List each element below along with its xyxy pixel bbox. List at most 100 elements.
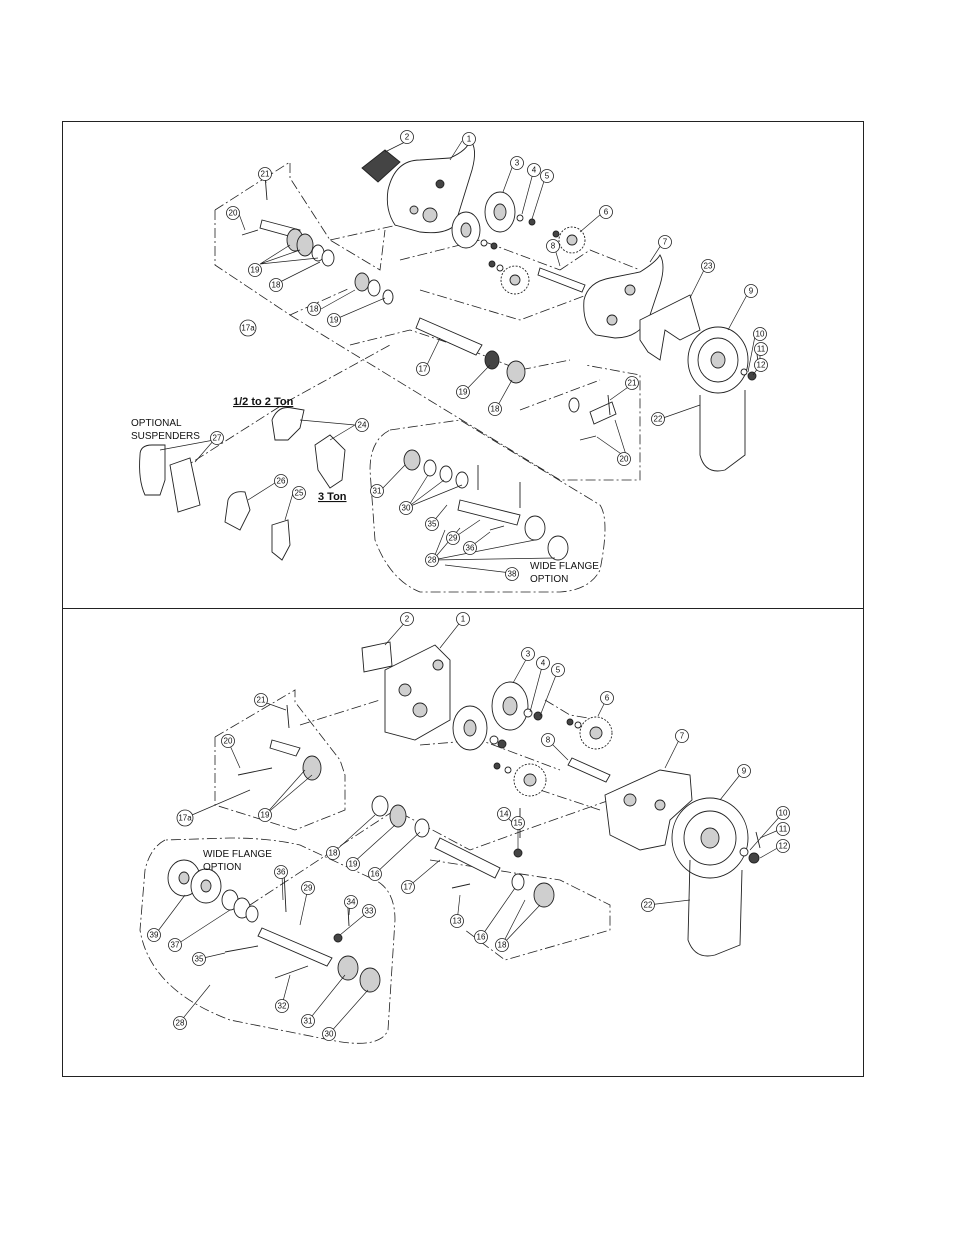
extended-shaft xyxy=(457,499,521,526)
callout-circle xyxy=(737,764,751,778)
callout-circle xyxy=(625,376,639,390)
callout-circle xyxy=(269,278,283,292)
washer xyxy=(739,847,749,857)
spacer xyxy=(371,795,389,817)
callout-number: 9 xyxy=(742,767,747,776)
spacer-tube xyxy=(547,535,569,561)
assembly-line xyxy=(544,699,601,721)
callout-circle xyxy=(651,412,665,426)
callout-circle xyxy=(450,914,464,928)
wheel-hub xyxy=(493,203,507,221)
callout-number: 22 xyxy=(644,901,653,910)
panel-divider xyxy=(62,608,864,609)
suspender-block xyxy=(169,457,201,513)
callout-number: 19 xyxy=(459,388,468,397)
part-callout-36: 36 xyxy=(463,541,477,555)
assembly-line xyxy=(214,210,351,316)
washer xyxy=(740,368,748,376)
callout-circle xyxy=(527,163,541,177)
part-callout-6: 6 xyxy=(600,691,614,705)
flange-hub xyxy=(178,871,190,885)
nut xyxy=(497,739,507,749)
suspender-plate xyxy=(139,444,166,496)
wheel-hub xyxy=(502,696,518,716)
assembly-line xyxy=(289,314,641,481)
callout-circle xyxy=(753,327,767,341)
spacer xyxy=(484,350,500,370)
callout-number: 7 xyxy=(680,732,685,741)
wide-flange-label-line2: OPTION xyxy=(530,574,568,585)
callout-circle xyxy=(176,809,194,827)
callout-number: 9 xyxy=(749,287,754,296)
bolt xyxy=(224,945,259,953)
callout-number: 35 xyxy=(195,955,204,964)
callout-circle xyxy=(658,235,672,249)
part-callout-29: 29 xyxy=(446,531,460,545)
callout-number: 36 xyxy=(466,544,475,553)
callout-circle xyxy=(301,1014,315,1028)
washer xyxy=(455,471,469,489)
callout-circle xyxy=(292,486,306,500)
callout-number: 1 xyxy=(467,135,472,144)
nut xyxy=(333,933,343,943)
callout-circle xyxy=(463,541,477,555)
part-callout-6: 6 xyxy=(599,205,613,219)
callout-number: 26 xyxy=(277,477,286,486)
hand-wheel-hub xyxy=(700,827,720,849)
wide-flange-label-line1: WIDE FLANGE xyxy=(530,561,599,572)
part-callout-18: 18 xyxy=(326,846,340,860)
part-callout-35: 35 xyxy=(192,952,206,966)
callout-number: 8 xyxy=(546,736,551,745)
hand-chain xyxy=(699,390,746,472)
part-callout-39: 39 xyxy=(147,928,161,942)
main-shaft xyxy=(415,317,483,356)
callout-circle xyxy=(355,418,369,432)
callout-circle xyxy=(326,846,340,860)
gear-hub xyxy=(523,773,537,787)
part-callout-14: 14 xyxy=(497,807,511,821)
washer xyxy=(245,905,259,923)
callout-number: 17 xyxy=(404,883,413,892)
plate-boss xyxy=(624,284,636,296)
nut xyxy=(748,852,760,864)
assembly-line xyxy=(214,161,386,271)
leader-line xyxy=(384,619,783,859)
cotter-pin xyxy=(755,831,761,849)
suspender-hook xyxy=(314,434,346,489)
callout-circle xyxy=(754,358,768,372)
washer xyxy=(511,873,525,891)
part-callout-27: 27 xyxy=(210,431,224,445)
callout-number: 18 xyxy=(491,405,500,414)
part-callout-5: 5 xyxy=(540,169,554,183)
side-plate xyxy=(386,139,475,234)
part-callout-16: 16 xyxy=(474,930,488,944)
leader-line xyxy=(379,464,556,574)
assembly-line xyxy=(559,249,641,271)
part-callout-20: 20 xyxy=(226,206,240,220)
spacer xyxy=(506,360,526,384)
callout-circle xyxy=(536,656,550,670)
part-callout-31: 31 xyxy=(301,1014,315,1028)
callout-circle xyxy=(462,132,476,146)
nut xyxy=(488,260,496,268)
part-callout-19: 19 xyxy=(258,808,272,822)
callout-number: 20 xyxy=(224,737,233,746)
callout-number: 33 xyxy=(365,907,374,916)
part-callout-25: 25 xyxy=(292,486,306,500)
part-callout-12: 12 xyxy=(776,839,790,853)
nut xyxy=(528,218,536,226)
callout-circle xyxy=(497,807,511,821)
cotter-pin xyxy=(283,871,287,913)
assembly-line xyxy=(419,289,601,321)
assembly-line xyxy=(249,799,611,906)
nut xyxy=(490,242,498,250)
cover-plate xyxy=(361,149,401,183)
callout-number: 18 xyxy=(272,281,281,290)
callout-circle xyxy=(239,319,257,337)
nut xyxy=(513,848,523,858)
callout-number: 39 xyxy=(150,931,159,940)
optional-label-line2: SUSPENDERS xyxy=(131,431,200,442)
callout-circle xyxy=(370,484,384,498)
assembly-line xyxy=(179,344,391,471)
